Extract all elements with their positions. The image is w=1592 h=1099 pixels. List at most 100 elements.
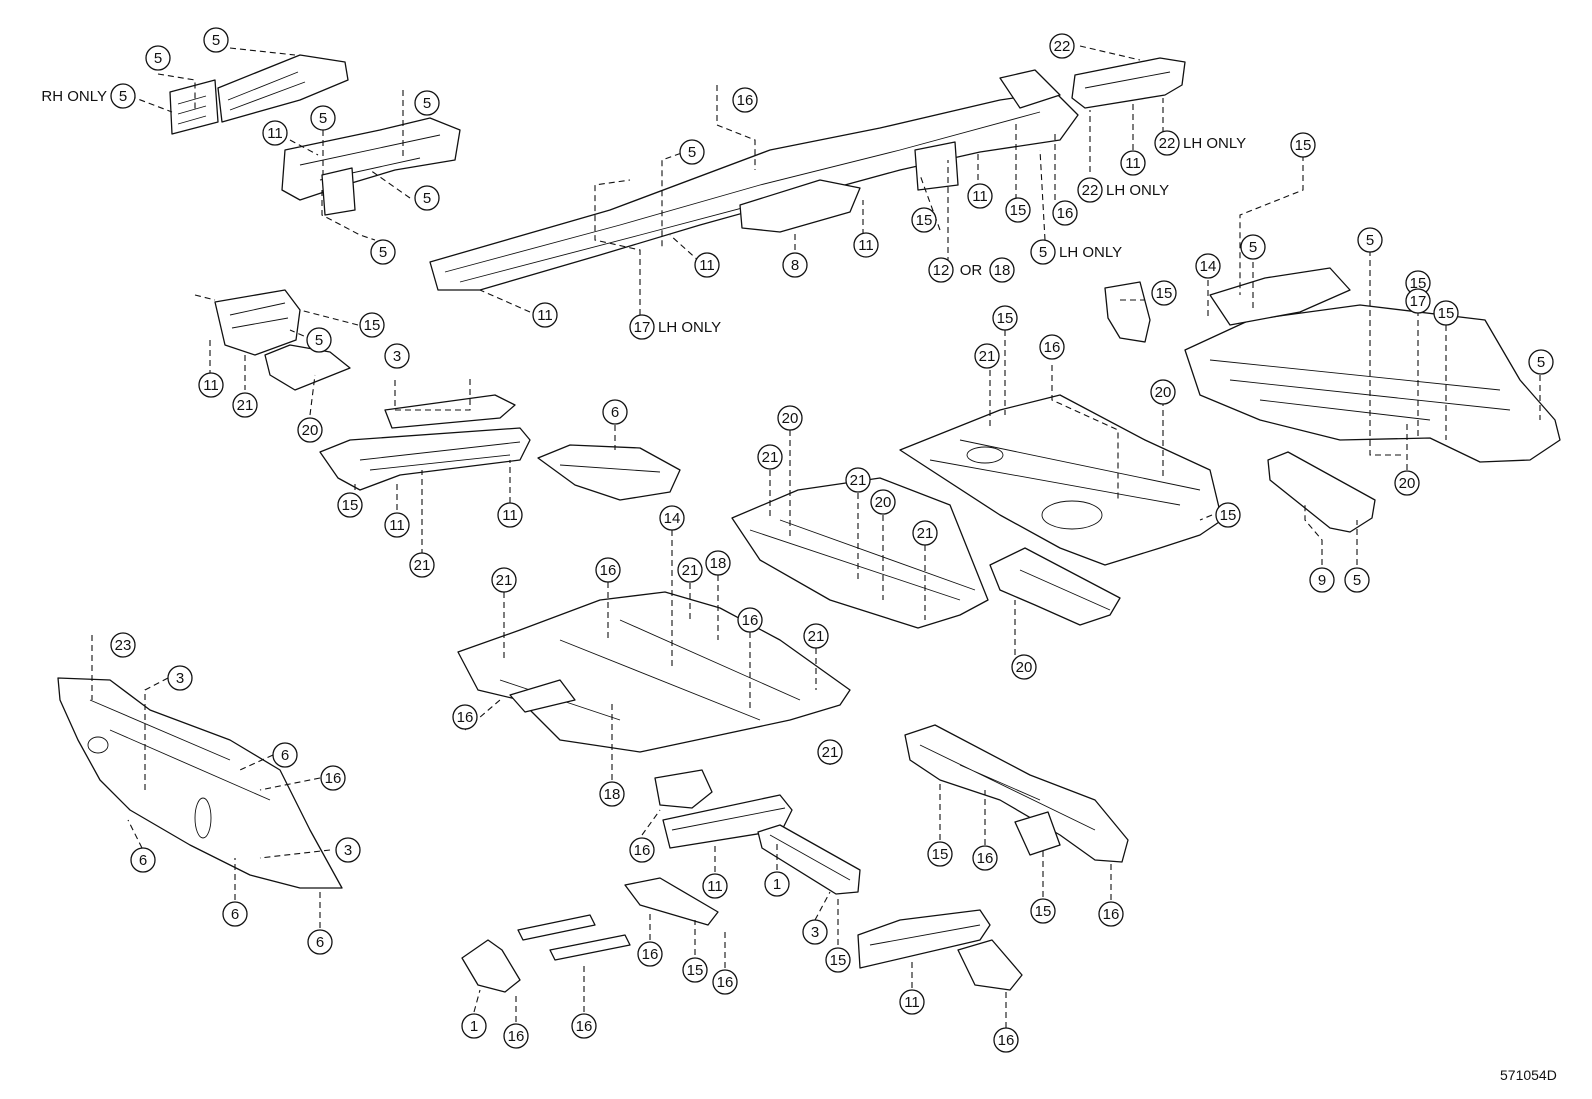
callout-number: 5 xyxy=(154,50,162,67)
callout-c38: 6 xyxy=(602,399,628,425)
callout-c64: 21 xyxy=(491,567,517,593)
callout-c86: 16 xyxy=(712,969,738,995)
callout-number: 11 xyxy=(858,237,874,254)
callout-ring xyxy=(802,919,828,945)
callout-c77: 6 xyxy=(222,901,248,927)
callout-c53: 9 xyxy=(1309,567,1335,593)
callout-number: 20 xyxy=(302,422,319,439)
callout-number: 16 xyxy=(457,709,474,726)
callout-ring xyxy=(1052,200,1078,226)
callout-number: 15 xyxy=(1295,137,1312,154)
callout-note: LH ONLY xyxy=(1059,244,1122,261)
callout-number: 15 xyxy=(1156,285,1173,302)
callout-c92: 15 xyxy=(927,841,953,867)
callout-ring xyxy=(764,871,790,897)
callout-c81: 1 xyxy=(764,871,790,897)
callout-number: 14 xyxy=(1200,258,1217,275)
callout-ring xyxy=(1049,33,1075,59)
callout-c14: 11 xyxy=(532,302,558,328)
callout-ring xyxy=(782,252,808,278)
callout-ring xyxy=(272,742,298,768)
callout-ring xyxy=(972,845,998,871)
callout-c31: 21 xyxy=(232,392,258,418)
callout-ring xyxy=(637,941,663,967)
callout-ring xyxy=(967,183,993,209)
callout-ring xyxy=(629,837,655,863)
callout-ring xyxy=(222,901,248,927)
callout-number: 15 xyxy=(997,310,1014,327)
part-spare-tire-floor xyxy=(1184,267,1561,463)
callout-ring xyxy=(803,623,829,649)
part-bracket-1 xyxy=(461,939,521,993)
callout-number: 21 xyxy=(822,744,839,761)
callout-ring xyxy=(1405,288,1431,314)
callout-ring xyxy=(974,343,1000,369)
callout-note: LH ONLY xyxy=(1106,182,1169,199)
part-small-rails-16 xyxy=(517,914,631,961)
callout-c66: 16 xyxy=(737,607,763,633)
callout-number: 5 xyxy=(423,190,431,207)
callout-number: 11 xyxy=(707,878,723,895)
callout-c80: 11 xyxy=(702,873,728,899)
callout-c03: 5RH ONLY xyxy=(41,83,136,109)
callout-number: 11 xyxy=(203,377,219,394)
callout-ring xyxy=(307,929,333,955)
callout-c58: 21 xyxy=(845,467,871,493)
callout-number: 17 xyxy=(1410,293,1427,310)
callout-c91: 16 xyxy=(993,1027,1019,1053)
callout-c29: 15 xyxy=(359,312,385,338)
callout-number: 16 xyxy=(737,92,754,109)
part-rocker-16-b xyxy=(957,939,1023,991)
callout-c47: 5 xyxy=(1240,234,1266,260)
callout-number: 18 xyxy=(710,555,727,572)
callout-c02: 5 xyxy=(203,27,229,53)
callout-ring xyxy=(1030,239,1056,265)
callout-number: 5 xyxy=(212,32,220,49)
callout-number: 16 xyxy=(325,770,342,787)
callout-ring xyxy=(203,27,229,53)
callout-number: 21 xyxy=(237,397,254,414)
callout-number: 6 xyxy=(316,934,324,951)
callout-c36: 11 xyxy=(497,502,523,528)
callout-c48: 14 xyxy=(1195,253,1221,279)
callout-number: 21 xyxy=(979,348,996,365)
callout-number: 9 xyxy=(1318,572,1326,589)
part-rear-floor-pan xyxy=(899,394,1223,566)
part-rear-crossmember-17 xyxy=(1267,451,1376,533)
callout-ring xyxy=(853,232,879,258)
callout-ring xyxy=(497,502,523,528)
callout-c73: 6 xyxy=(272,742,298,768)
callout-number: 16 xyxy=(1103,906,1120,923)
callout-c44: 15 xyxy=(1215,502,1241,528)
callout-number: 12 xyxy=(933,262,950,279)
callout-c76: 6 xyxy=(130,847,156,873)
callout-number: 5 xyxy=(1249,239,1257,256)
callout-c87: 1 xyxy=(461,1013,487,1039)
callout-number: 1 xyxy=(470,1018,478,1035)
callout-c21: 16 xyxy=(1052,200,1078,226)
callout-number: 23 xyxy=(115,637,132,654)
callout-ring xyxy=(1120,150,1146,176)
callout-number: 3 xyxy=(811,924,819,941)
callout-number: 11 xyxy=(267,125,283,142)
callout-ring xyxy=(1150,379,1176,405)
callout-number: 21 xyxy=(682,562,699,579)
callout-number: 21 xyxy=(850,472,867,489)
callout-number: 15 xyxy=(687,962,704,979)
callout-ring xyxy=(1528,349,1554,375)
callout-number: 16 xyxy=(1044,339,1061,356)
callout-c71: 23 xyxy=(110,632,136,658)
callout-ring xyxy=(1195,253,1221,279)
callout-ring xyxy=(845,467,871,493)
callout-ring xyxy=(682,957,708,983)
callout-c25: 11 xyxy=(1120,150,1146,176)
part-rear-side-member xyxy=(904,724,1129,863)
callout-c39: 15 xyxy=(992,305,1018,331)
callout-number: 5 xyxy=(1537,354,1545,371)
callout-number: 16 xyxy=(998,1032,1015,1049)
callout-c07: 5 xyxy=(414,185,440,211)
callout-number: 15 xyxy=(830,952,847,969)
callout-number: 15 xyxy=(1438,305,1455,322)
callout-ring xyxy=(571,1013,597,1039)
